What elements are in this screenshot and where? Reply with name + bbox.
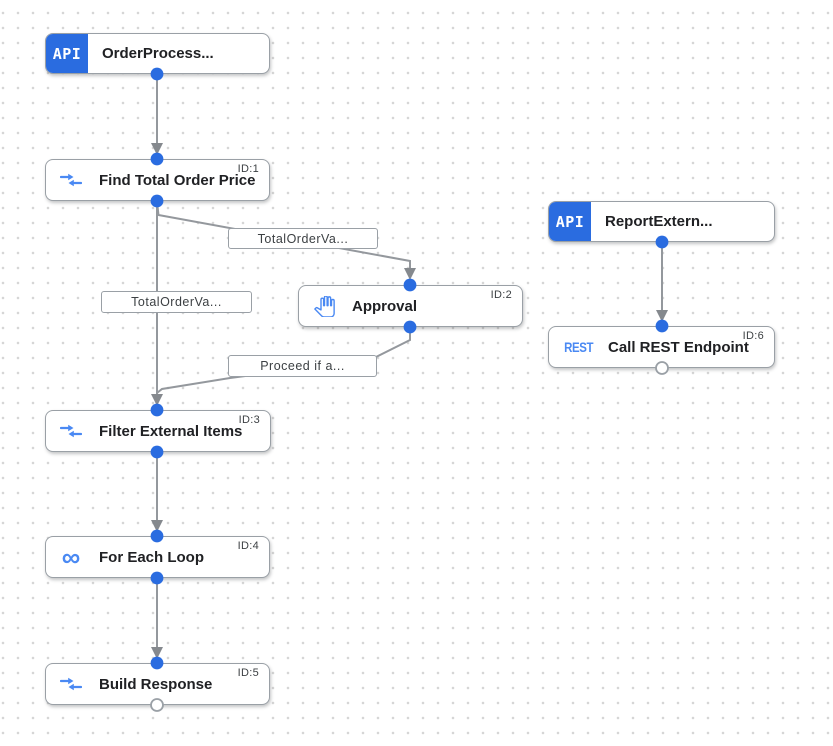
arrowhead [404, 268, 416, 280]
api-trigger-badge: API [46, 34, 88, 73]
task-id-label: ID:3 [238, 414, 260, 426]
arrowhead [151, 143, 163, 155]
task-id-label: ID:5 [237, 667, 259, 679]
node-call-rest-endpoint[interactable]: ID:6 REST Call REST Endpoint [548, 326, 775, 368]
node-reportextern-api-trigger[interactable]: API ReportExtern... [548, 201, 775, 242]
node-title: For Each Loop [99, 548, 204, 566]
node-find-total-order-price[interactable]: ID:1 Find Total Order Price [45, 159, 270, 201]
data-mapping-icon [58, 424, 84, 438]
node-title: OrderProcess... [102, 45, 214, 62]
rest-glyph: REST [564, 339, 594, 355]
edge-approval-to-filter[interactable] [156, 333, 411, 399]
node-approval[interactable]: ID:2 Approval [298, 285, 523, 327]
arrowhead [151, 394, 163, 406]
data-mapping-icon [58, 173, 84, 187]
task-id-label: ID:4 [237, 540, 259, 552]
arrowhead [656, 310, 668, 322]
approval-hand-icon [311, 295, 337, 317]
edge-label-proceed-if[interactable]: Proceed if a... [228, 355, 377, 377]
arrowhead [151, 647, 163, 659]
node-orderprocess-api-trigger[interactable]: API OrderProcess... [45, 33, 270, 74]
edge-label-text: TotalOrderVa... [131, 295, 222, 309]
node-title: Build Response [99, 675, 213, 693]
infinity-glyph: ∞ [61, 542, 81, 572]
node-title: ReportExtern... [605, 213, 713, 230]
edge-label-total-order-value-1[interactable]: TotalOrderVa... [228, 228, 378, 249]
arrowhead [151, 520, 163, 532]
task-id-label: ID:2 [490, 289, 512, 301]
api-trigger-badge: API [549, 202, 591, 241]
for-each-loop-infinity-icon: ∞ [58, 542, 84, 572]
node-for-each-loop[interactable]: ID:4 ∞ For Each Loop [45, 536, 270, 578]
data-mapping-icon [58, 677, 84, 691]
node-title: Call REST Endpoint [608, 338, 749, 356]
edge-label-text: TotalOrderVa... [257, 231, 349, 246]
node-title: Filter External Items [99, 422, 243, 440]
node-title: Approval [352, 297, 418, 315]
node-build-response[interactable]: ID:5 Build Response [45, 663, 270, 705]
rest-text-icon: REST [561, 339, 597, 355]
task-id-label: ID:6 [742, 330, 764, 342]
edge-label-total-order-value-2[interactable]: TotalOrderVa... [101, 291, 252, 313]
task-id-label: ID:1 [237, 163, 259, 175]
edge-label-text: Proceed if a... [260, 359, 345, 373]
node-filter-external-items[interactable]: ID:3 Filter External Items [45, 410, 271, 452]
node-title: Find Total Order Price [99, 171, 256, 189]
